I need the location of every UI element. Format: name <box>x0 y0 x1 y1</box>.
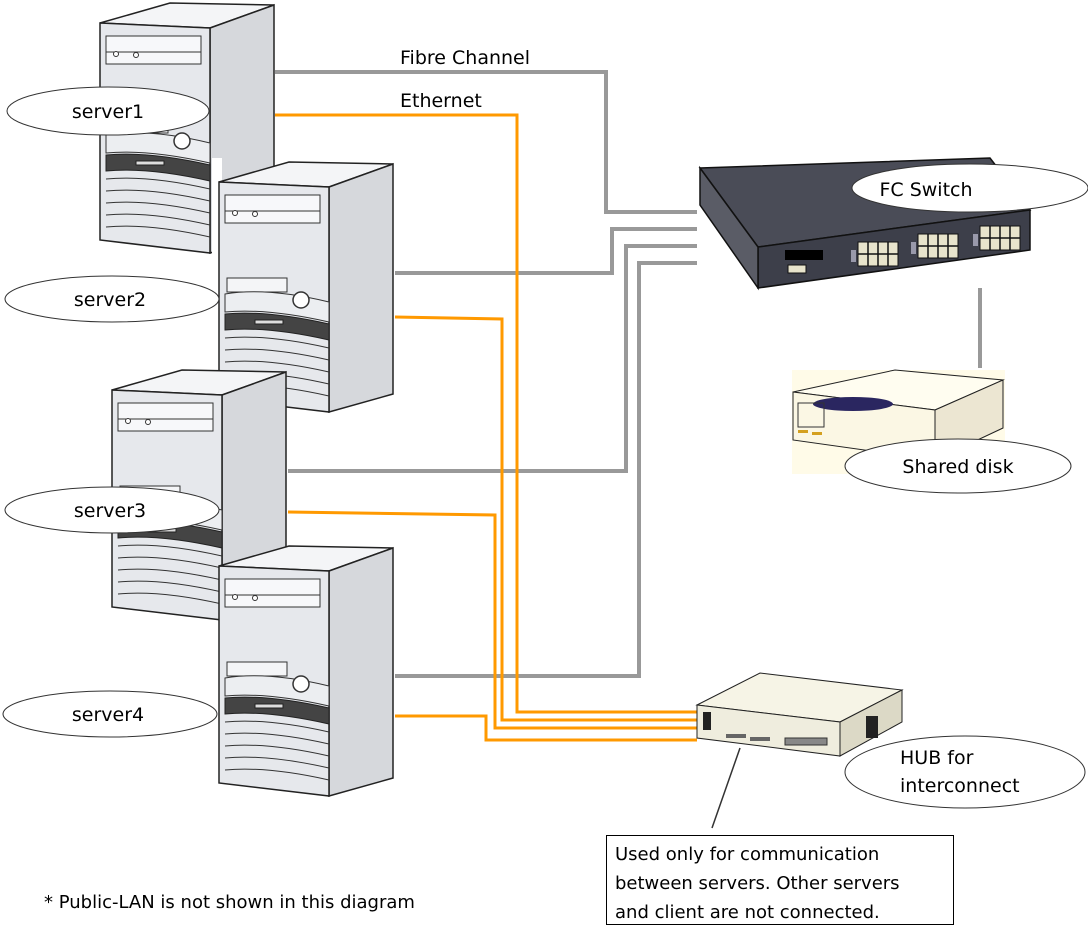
ethernet-label: Ethernet <box>400 90 482 112</box>
svg-text:HUB for: HUB for <box>900 747 974 769</box>
eth-cable-server4 <box>395 714 697 742</box>
svg-text:Shared disk: Shared disk <box>902 456 1013 478</box>
shared-disk-label: Shared disk <box>844 438 1072 494</box>
svg-text:server4: server4 <box>72 704 144 726</box>
svg-text:server2: server2 <box>74 289 146 311</box>
svg-text:server3: server3 <box>74 500 146 522</box>
ethernet-cables <box>275 113 697 742</box>
server1-label: server1 <box>6 86 210 136</box>
server2-label: server2 <box>4 275 220 323</box>
note-line: between servers. Other servers <box>615 873 900 894</box>
fc-switch-icon <box>698 157 1032 291</box>
server4-label: server4 <box>2 690 218 738</box>
server4-icon <box>218 545 394 797</box>
eth-cable-server2 <box>394 315 697 722</box>
fc-switch-label: FC Switch <box>851 163 1088 213</box>
footnote: * Public-LAN is not shown in this diagra… <box>44 892 415 913</box>
fibre-channel-label: Fibre Channel <box>400 47 530 69</box>
server3-label: server3 <box>4 486 220 534</box>
svg-text:interconnect: interconnect <box>900 775 1020 797</box>
svg-text:server1: server1 <box>72 101 144 123</box>
hub-label: HUB for interconnect <box>844 735 1086 809</box>
fc-cable-server2 <box>395 227 697 275</box>
hub-note-box: Used only for communication between serv… <box>606 835 954 925</box>
eth-cable-server1 <box>275 113 697 714</box>
fc-cable-server1 <box>275 70 697 214</box>
hub-icon <box>695 672 904 829</box>
eth-cable-server3 <box>287 510 697 730</box>
fc-cable-server3 <box>288 244 697 473</box>
svg-text:FC Switch: FC Switch <box>879 179 972 201</box>
note-line: and client are not connected. <box>615 902 880 923</box>
note-line: Used only for communication <box>615 844 880 865</box>
